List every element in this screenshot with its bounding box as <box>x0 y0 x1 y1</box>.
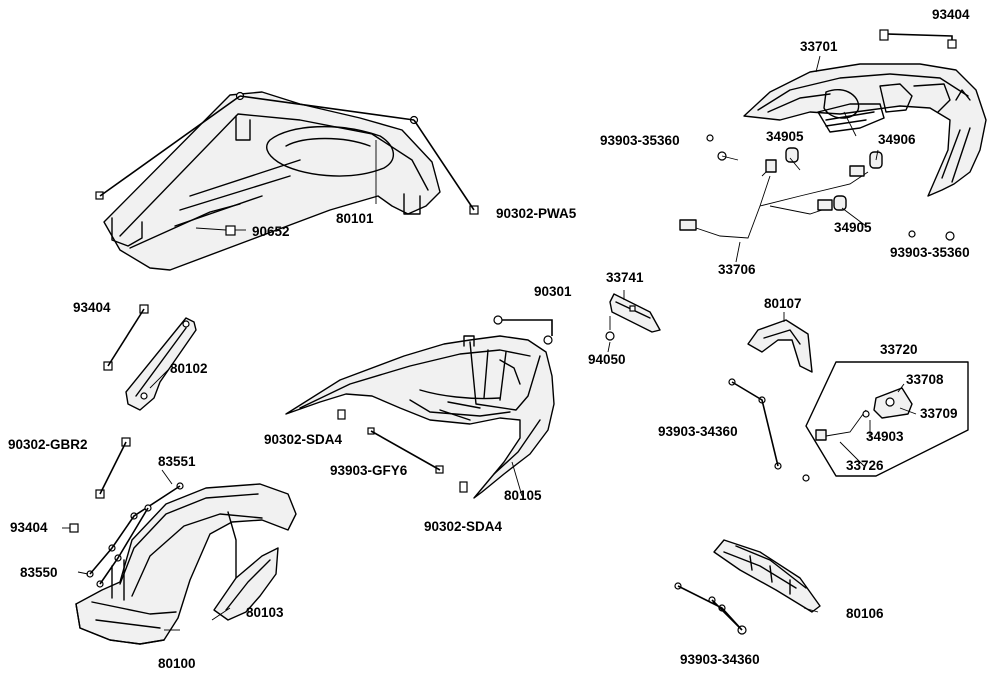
part-80100-rear-fender <box>75 483 297 645</box>
label-80106: 80106 <box>846 606 884 621</box>
label-33709: 33709 <box>920 406 958 421</box>
leader-lines <box>77 55 917 631</box>
label-90301: 90301 <box>534 284 572 299</box>
label-80101: 80101 <box>336 211 374 226</box>
label-33741: 33741 <box>606 270 644 285</box>
part-80102-bracket <box>103 304 197 411</box>
label-83551: 83551 <box>158 454 196 469</box>
fastener-group-80101 <box>95 91 479 236</box>
label-90652: 90652 <box>252 224 290 239</box>
label-33701: 33701 <box>800 39 838 54</box>
fastener-group-33701 <box>706 29 957 241</box>
part-33720-license-lamp <box>805 361 969 477</box>
bulb-34905-b <box>833 195 847 211</box>
label-80107: 80107 <box>764 296 802 311</box>
label-80103: 80103 <box>246 605 284 620</box>
label-94050: 94050 <box>588 352 626 367</box>
label-34903: 34903 <box>866 429 904 444</box>
part-80107-cover <box>747 319 813 373</box>
label-34906: 34906 <box>878 132 916 147</box>
label-34905-b: 34905 <box>834 220 872 235</box>
label-33708: 33708 <box>906 372 944 387</box>
part-labels: 93404 33701 93903-35360 34905 34906 3490… <box>8 7 970 671</box>
label-83550: 83550 <box>20 565 58 580</box>
label-90302-gbr2: 90302-GBR2 <box>8 437 88 452</box>
label-90302-pwa5: 90302-PWA5 <box>496 206 577 221</box>
label-90302-sda4-b: 90302-SDA4 <box>424 519 503 534</box>
label-33726: 33726 <box>846 458 884 473</box>
fastener-group-rear-fender <box>62 437 184 588</box>
fastener-group-93903-34360-a <box>728 378 810 482</box>
label-80100: 80100 <box>158 656 196 671</box>
label-93404-low: 93404 <box>10 520 48 535</box>
part-33741-reflector <box>605 293 661 341</box>
fastener-group-93903-34360-b <box>674 582 747 635</box>
label-90302-sda4-a: 90302-SDA4 <box>264 432 343 447</box>
label-34905-a: 34905 <box>766 129 804 144</box>
fastener-group-80105 <box>337 315 553 493</box>
part-33701-tail-light <box>743 63 987 197</box>
label-93404-mid: 93404 <box>73 300 111 315</box>
bulb-34905-a <box>785 147 799 163</box>
label-93903-35360-b: 93903-35360 <box>890 245 970 260</box>
label-93903-gfy6: 93903-GFY6 <box>330 463 408 478</box>
label-93903-34360-b: 93903-34360 <box>680 652 760 667</box>
label-80102: 80102 <box>170 361 208 376</box>
part-80101-inner-cover <box>103 91 441 271</box>
part-80106-lower-plate <box>713 539 821 613</box>
part-80103-fender-cover <box>213 547 279 621</box>
label-93903-35360-a: 93903-35360 <box>600 133 680 148</box>
label-33720: 33720 <box>880 342 918 357</box>
label-80105: 80105 <box>504 488 542 503</box>
part-80105-rear-cowl <box>285 335 555 499</box>
label-93404-top: 93404 <box>932 7 970 22</box>
label-93903-34360-a: 93903-34360 <box>658 424 738 439</box>
label-33706: 33706 <box>718 262 756 277</box>
